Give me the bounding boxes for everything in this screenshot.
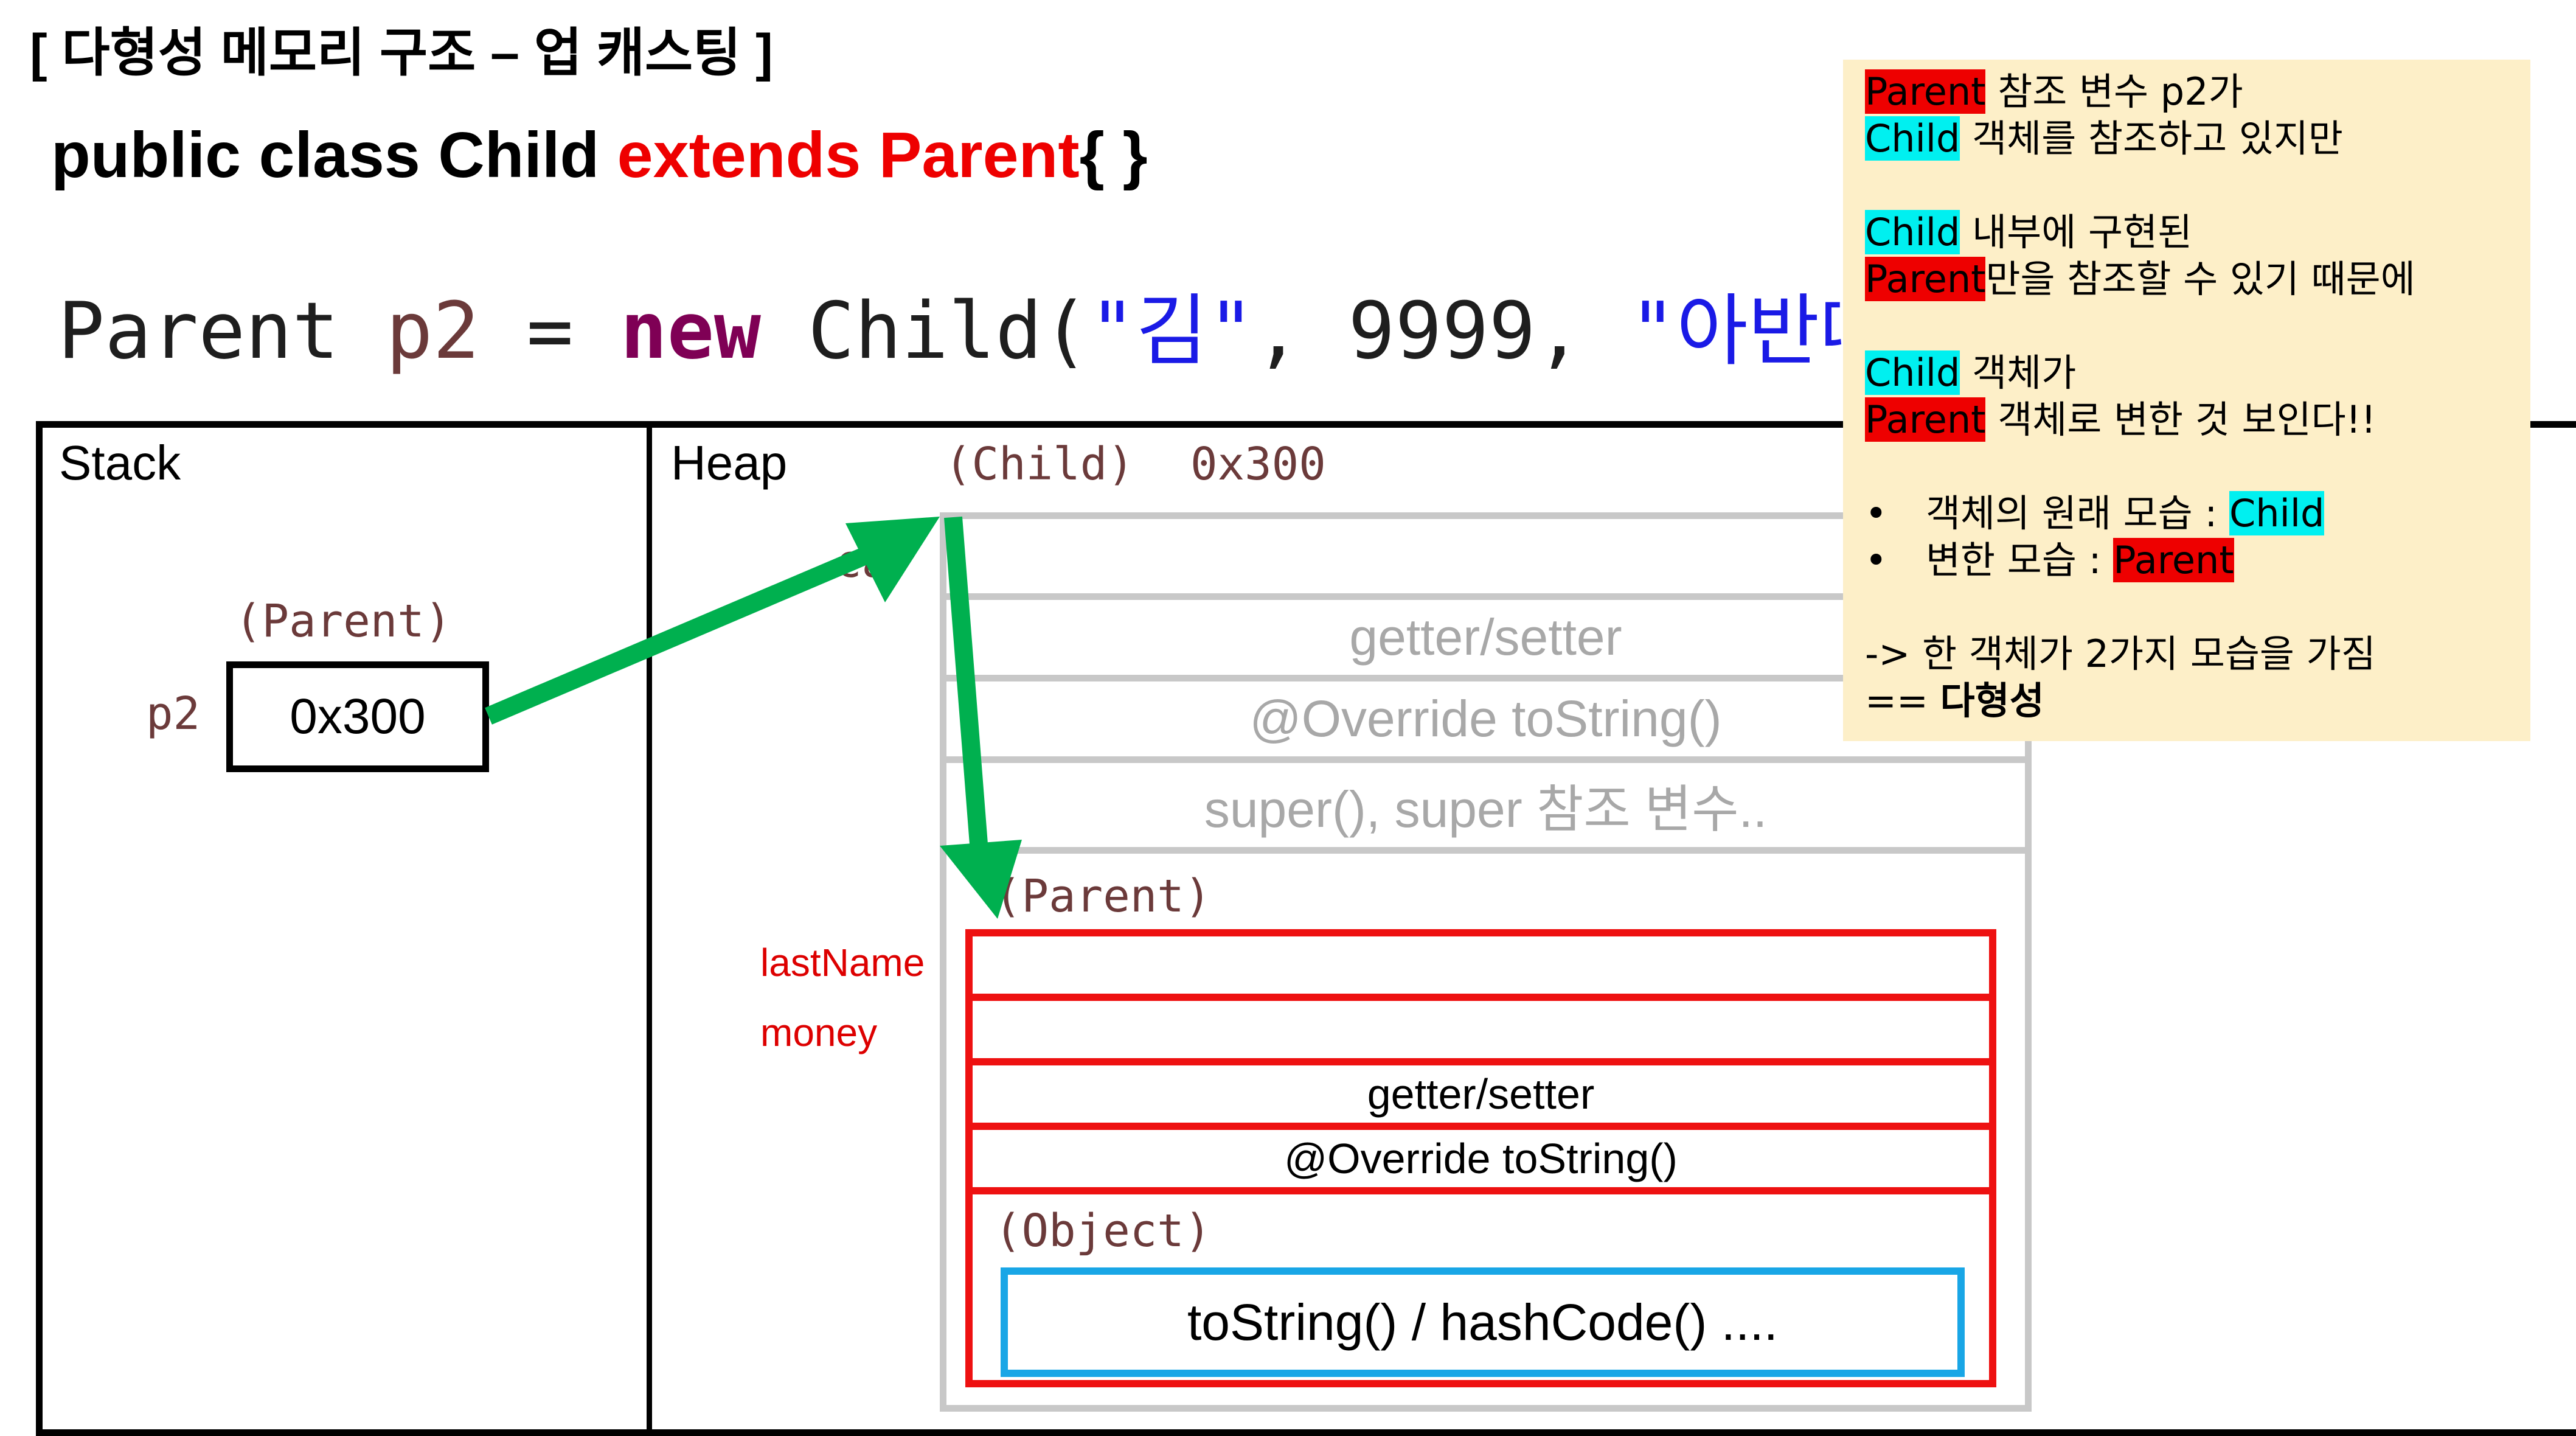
class-decl-suffix: { } <box>1079 119 1148 191</box>
bullet-icon: • <box>1865 491 1887 535</box>
code-new-keyword: new <box>620 286 761 377</box>
object-methods-box: toString() / hashCode() .... <box>1001 1267 1965 1377</box>
class-declaration: public class Child extends Parent{ } <box>51 119 1148 192</box>
note-text: == <box>1865 678 1940 723</box>
note-line-6: Parent 객체로 변한 것 보인다!! <box>1865 396 2530 443</box>
note-line-2: Child 객체를 참조하고 있지만 <box>1865 115 2530 162</box>
note-child-highlight: Child <box>1865 210 1960 254</box>
stack-heap-divider <box>647 421 652 1436</box>
note-child-highlight: Child <box>2229 491 2325 535</box>
note-parent-highlight: Parent <box>1865 69 1986 114</box>
code-var: p2 <box>386 286 480 377</box>
child-super-row: super(), super 참조 변수.. <box>940 756 2032 854</box>
parent-tostring-row: @Override toString() <box>965 1123 1996 1194</box>
polymorphism-term: 다형성 <box>1940 678 2044 723</box>
code-eq: = <box>479 286 620 377</box>
note-parent-highlight: Parent <box>2113 538 2234 582</box>
heap-parent-type: (Parent) <box>995 870 1212 922</box>
note-text: 객체의 원래 모습 : <box>1926 491 2230 535</box>
stack-to-heap-arrow <box>485 517 940 725</box>
heap-child-type: (Child) <box>945 438 1134 490</box>
stack-var-name: p2 <box>146 688 201 740</box>
slide-title: [ 다형성 메모리 구조 – 업 캐스팅 ] <box>30 24 773 82</box>
note-line-5: Child 객체가 <box>1865 349 2530 396</box>
bullet-icon: • <box>1865 538 1887 582</box>
heap-address: 0x300 <box>1190 438 1326 490</box>
heap-label: Heap <box>671 436 788 490</box>
code-ctor: Child( <box>760 286 1089 377</box>
note-line-4: Parent만을 참조할 수 있기 때문에 <box>1865 256 2530 302</box>
note-line-conclusion: == 다형성 <box>1865 677 2530 724</box>
note-text: 객체로 변한 것 보인다!! <box>1985 397 2376 442</box>
note-line-1: Parent 참조 변수 p2가 <box>1865 68 2530 115</box>
money-field-label: money <box>760 1011 878 1054</box>
note-bullet-original: • 객체의 원래 모습 : Child <box>1865 490 2530 537</box>
stack-reference-box: 0x300 <box>226 661 489 772</box>
explanation-note: Parent 참조 변수 p2가 Child 객체를 참조하고 있지만 Chil… <box>1843 60 2530 741</box>
note-text: 만을 참조할 수 있기 때문에 <box>1985 257 2415 301</box>
memory-frame <box>36 421 2576 1436</box>
note-text: 내부에 구현된 <box>1960 210 2193 254</box>
note-line-3: Child 내부에 구현된 <box>1865 209 2530 256</box>
stack-label: Stack <box>59 436 181 490</box>
class-decl-prefix: public class Child <box>51 119 617 191</box>
note-bullet-changed: • 변한 모습 : Parent <box>1865 537 2530 584</box>
note-line-summary: -> 한 객체가 2가지 모습을 가짐 <box>1865 632 2376 676</box>
code-type: Parent <box>58 286 386 377</box>
child-to-parent-arrow <box>940 516 1022 919</box>
heap-object-type: (Object) <box>995 1205 1212 1257</box>
note-text: 참조 변수 p2가 <box>1985 69 2243 114</box>
stack-type-label: (Parent) <box>235 595 452 647</box>
note-child-highlight: Child <box>1865 116 1960 161</box>
child-object-box <box>940 514 2032 1412</box>
note-text: 변한 모습 : <box>1926 538 2114 582</box>
note-parent-highlight: Parent <box>1865 397 1986 442</box>
note-child-highlight: Child <box>1865 350 1960 395</box>
note-parent-highlight: Parent <box>1865 257 1986 301</box>
code-arg-name: "김" <box>1089 286 1255 377</box>
note-text: 객체가 <box>1960 350 2077 395</box>
lastname-field-label: lastName <box>760 941 925 985</box>
code-arg-sep: , 9999, <box>1254 286 1630 377</box>
extends-keyword: extends Parent <box>617 119 1080 191</box>
note-text: 객체를 참조하고 있지만 <box>1960 116 2343 161</box>
